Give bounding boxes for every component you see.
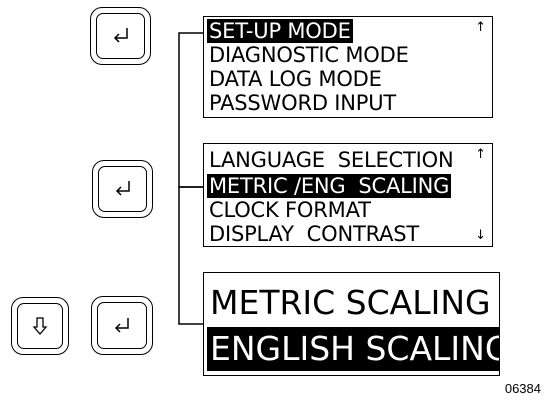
menu-item-password-input[interactable]: PASSWORD INPUT: [209, 91, 397, 115]
option-metric-scaling[interactable]: METRIC SCALING: [210, 283, 491, 322]
scroll-up-icon: ↑: [475, 20, 486, 35]
enter-icon: [115, 181, 130, 196]
menu-item-clock-format[interactable]: CLOCK FORMAT: [209, 198, 371, 222]
display-scaling-options: METRIC SCALING ENGLISH SCALING: [203, 272, 500, 376]
menu-item-metric-eng-scaling[interactable]: METRIC /ENG SCALING: [207, 174, 452, 198]
display-setup-menu: LANGUAGE SELECTION METRIC /ENG SCALING C…: [203, 143, 493, 247]
menu-item-language-selection[interactable]: LANGUAGE SELECTION: [209, 148, 454, 172]
menu-item-diagnostic-mode[interactable]: DIAGNOSTIC MODE: [209, 43, 409, 67]
figure-number: 06384: [504, 381, 541, 396]
down-key-face[interactable]: [17, 303, 63, 349]
enter-key-2[interactable]: [92, 160, 153, 218]
option-english-scaling[interactable]: ENGLISH SCALING: [207, 327, 499, 371]
display-main-menu: SET-UP MODE DIAGNOSTIC MODE DATA LOG MOD…: [203, 16, 493, 118]
scroll-down-icon: ↓: [475, 228, 486, 243]
enter-key-2-face[interactable]: [98, 166, 147, 212]
menu-item-display-contrast[interactable]: DISPLAY CONTRAST: [209, 222, 420, 246]
menu-item-data-log-mode[interactable]: DATA LOG MODE: [209, 67, 382, 91]
menu-item-setup-mode[interactable]: SET-UP MODE: [207, 19, 353, 43]
enter-key-3-face[interactable]: [97, 302, 147, 349]
enter-key-1-face[interactable]: [96, 13, 145, 59]
scroll-up-icon: ↑: [475, 147, 486, 162]
enter-key-3[interactable]: [91, 296, 153, 355]
connector-1: [178, 32, 204, 188]
down-arrow-icon: [32, 317, 48, 335]
enter-key-1[interactable]: [90, 7, 151, 65]
enter-icon: [114, 317, 129, 333]
enter-icon: [113, 28, 128, 43]
connector-2: [178, 186, 204, 325]
down-key[interactable]: [11, 297, 69, 355]
